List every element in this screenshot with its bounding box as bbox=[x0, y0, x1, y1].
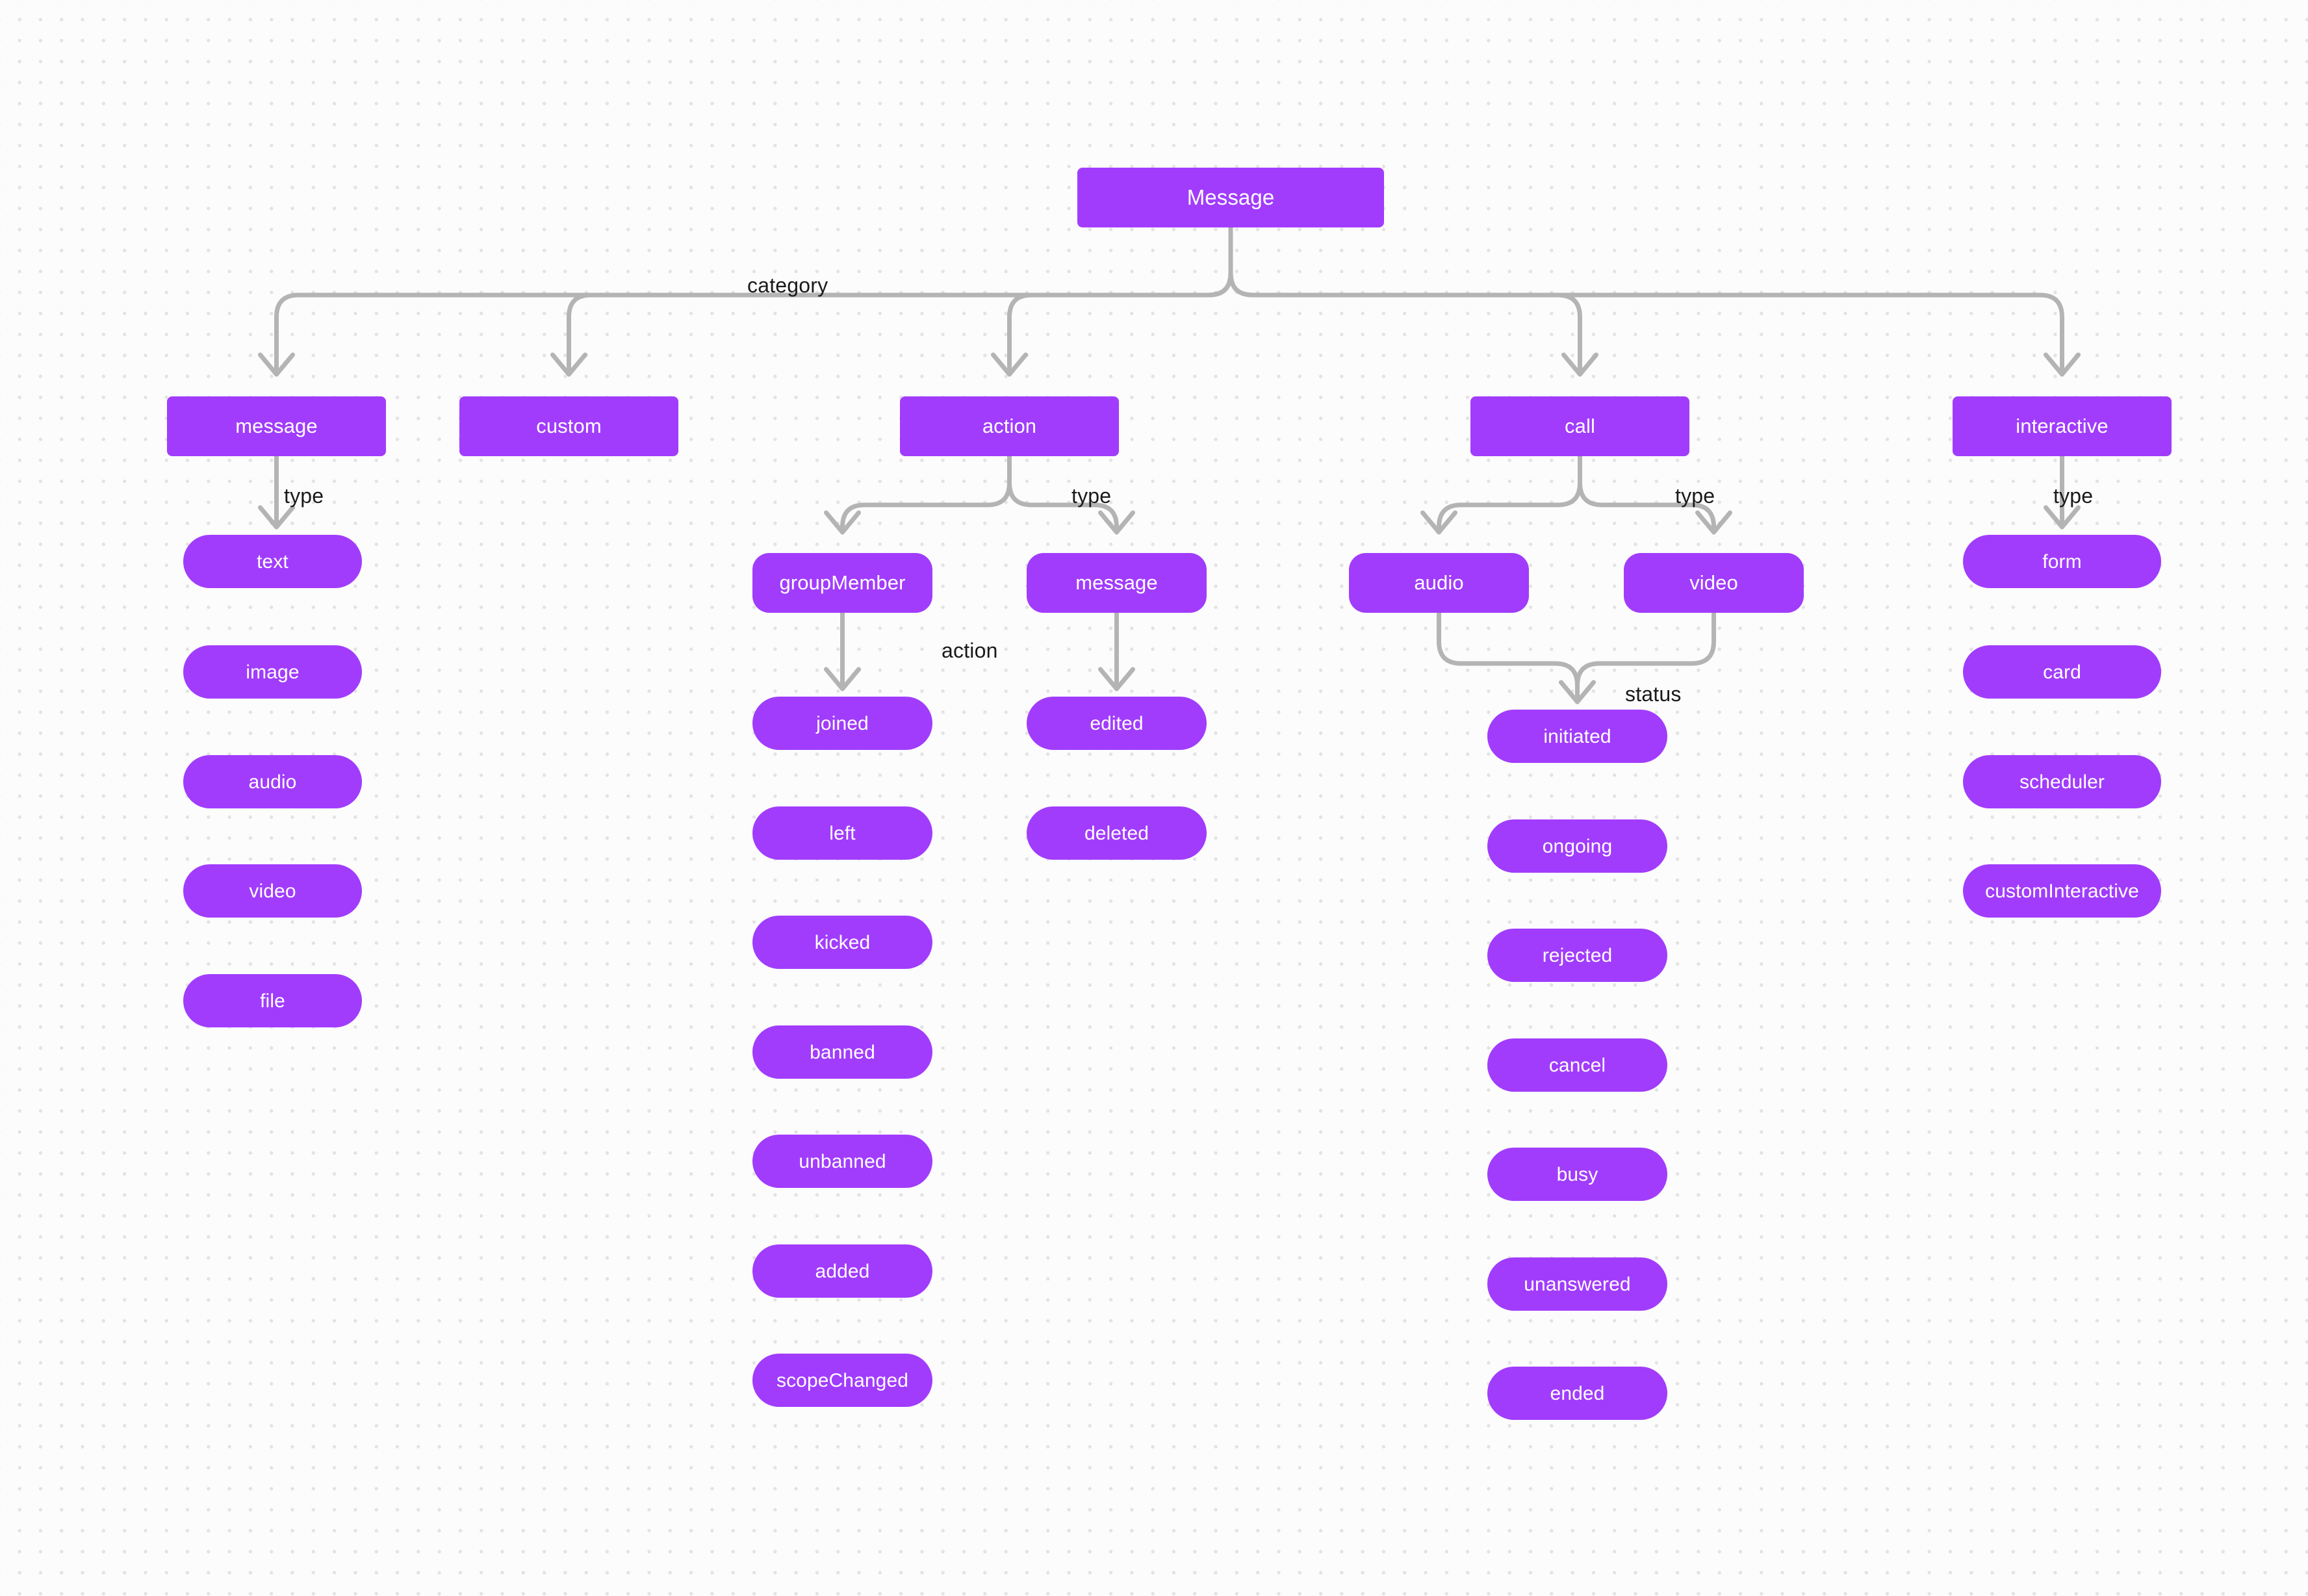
edge-line bbox=[840, 454, 1012, 535]
node-root-message[interactable]: Message bbox=[1077, 168, 1384, 227]
node-leaf-scheduler[interactable]: scheduler bbox=[1963, 755, 2161, 808]
arrowhead-icon bbox=[824, 667, 861, 691]
arrowhead-icon bbox=[824, 510, 861, 535]
arrowhead-icon bbox=[1098, 667, 1135, 691]
node-subgroup-video[interactable]: video bbox=[1624, 553, 1804, 613]
node-leaf-added[interactable]: added bbox=[752, 1244, 932, 1298]
node-leaf-ended[interactable]: ended bbox=[1487, 1367, 1667, 1420]
node-leaf-unanswered[interactable]: unanswered bbox=[1487, 1257, 1667, 1311]
arrowhead-icon bbox=[258, 352, 295, 377]
node-leaf-initiated[interactable]: initiated bbox=[1487, 710, 1667, 763]
node-subgroup-message[interactable]: message bbox=[1027, 553, 1207, 613]
node-leaf-image[interactable]: image bbox=[183, 645, 362, 699]
node-category-action[interactable]: action bbox=[900, 396, 1119, 456]
node-leaf-ongoing[interactable]: ongoing bbox=[1487, 819, 1667, 873]
node-category-custom[interactable]: custom bbox=[459, 396, 678, 456]
arrowhead-icon bbox=[1695, 510, 1732, 535]
node-leaf-form[interactable]: form bbox=[1963, 535, 2161, 588]
arrowhead-icon bbox=[1561, 352, 1598, 377]
arrowhead-icon bbox=[1559, 680, 1596, 704]
node-leaf-card[interactable]: card bbox=[1963, 645, 2161, 699]
edge-line bbox=[1228, 225, 1582, 377]
node-leaf-scopechanged[interactable]: scopeChanged bbox=[752, 1354, 932, 1407]
edge-line bbox=[1228, 225, 2064, 377]
edge-label-type: type bbox=[2053, 484, 2094, 508]
node-leaf-audio[interactable]: audio bbox=[183, 755, 362, 808]
node-leaf-joined[interactable]: joined bbox=[752, 697, 932, 750]
node-leaf-text[interactable]: text bbox=[183, 535, 362, 588]
edge-line bbox=[567, 225, 1233, 377]
edge-line bbox=[1437, 610, 1580, 704]
edge-label-status: status bbox=[1625, 682, 1682, 706]
node-subgroup-audio[interactable]: audio bbox=[1349, 553, 1529, 613]
edge-line bbox=[1007, 225, 1233, 377]
edge-line bbox=[274, 225, 1233, 377]
edge-label-action: action bbox=[942, 639, 998, 662]
arrowhead-icon bbox=[550, 352, 587, 377]
edge-line bbox=[1437, 454, 1582, 535]
node-leaf-video[interactable]: video bbox=[183, 864, 362, 918]
node-leaf-deleted[interactable]: deleted bbox=[1027, 806, 1207, 860]
arrowhead-icon bbox=[1098, 510, 1135, 535]
edge-label-category: category bbox=[747, 274, 828, 297]
node-subgroup-groupmember[interactable]: groupMember bbox=[752, 553, 932, 613]
node-leaf-custominteractive[interactable]: customInteractive bbox=[1963, 864, 2161, 918]
arrowhead-icon bbox=[1420, 510, 1457, 535]
edge-label-type: type bbox=[1675, 484, 1715, 508]
node-leaf-left[interactable]: left bbox=[752, 806, 932, 860]
arrowhead-icon bbox=[2044, 505, 2081, 530]
node-leaf-file[interactable]: file bbox=[183, 974, 362, 1027]
node-leaf-cancel[interactable]: cancel bbox=[1487, 1038, 1667, 1092]
node-leaf-busy[interactable]: busy bbox=[1487, 1148, 1667, 1201]
node-leaf-edited[interactable]: edited bbox=[1027, 697, 1207, 750]
node-leaf-unbanned[interactable]: unbanned bbox=[752, 1135, 932, 1188]
node-leaf-banned[interactable]: banned bbox=[752, 1025, 932, 1079]
edge-label-type: type bbox=[284, 484, 324, 508]
arrowhead-icon bbox=[258, 505, 295, 530]
node-leaf-rejected[interactable]: rejected bbox=[1487, 929, 1667, 982]
node-leaf-kicked[interactable]: kicked bbox=[752, 916, 932, 969]
node-category-interactive[interactable]: interactive bbox=[1953, 396, 2172, 456]
edge-label-type: type bbox=[1071, 484, 1112, 508]
node-category-call[interactable]: call bbox=[1470, 396, 1689, 456]
node-category-message[interactable]: message bbox=[167, 396, 386, 456]
arrowhead-icon bbox=[991, 352, 1028, 377]
arrowhead-icon bbox=[2044, 352, 2081, 377]
